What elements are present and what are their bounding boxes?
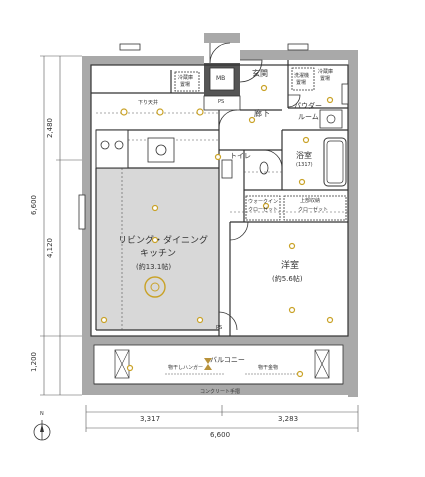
dim-left-mid: 4,120	[46, 238, 54, 259]
balcony-rail-label: 物干しハンガー	[168, 365, 204, 371]
kitchen-sink	[147, 137, 175, 163]
ceiling-label: 下り天井	[138, 100, 159, 106]
living-size-label: (約13.1帖)	[136, 263, 172, 271]
washer-label-2: 置場	[296, 80, 307, 86]
dimension-lines	[40, 55, 359, 432]
compass-label: N	[40, 411, 44, 417]
dim-left-bottom: 1,200	[30, 352, 38, 373]
washbasin	[319, 109, 343, 129]
powder-label-1: パウダー	[294, 102, 322, 110]
walkin-label-1: ウォークイン	[248, 199, 279, 205]
fridge-box	[174, 71, 200, 92]
ps-label: PS	[218, 99, 225, 105]
toilet-bowl	[259, 161, 269, 175]
kitchen-label: キッチン	[140, 249, 177, 259]
closet-small-label: 上部収納	[300, 198, 321, 204]
ps-box	[203, 95, 241, 111]
bath-size-label: (1317)	[296, 162, 313, 168]
hallway-label: 廊下	[254, 109, 270, 118]
ps2-label: PS	[216, 325, 223, 331]
entrance-label: 玄関	[252, 69, 268, 78]
compass	[33, 420, 51, 441]
washer-label-1: 洗濯機	[294, 73, 310, 79]
balcony-slab-label: コンクリート手摺	[200, 389, 241, 395]
bath-label: 浴室	[296, 151, 312, 160]
western-size-label: (約5.6帖)	[272, 275, 303, 283]
dim-left-total: 6,600	[30, 195, 38, 216]
western-label: 洋室	[281, 261, 300, 271]
dim-bottom-left: 3,317	[140, 415, 161, 423]
balcony-hook-label: 物干金物	[258, 365, 279, 371]
dim-bottom-right: 3,283	[278, 415, 299, 423]
dim-bottom-total: 6,600	[210, 431, 231, 439]
dehum-label-2: 置場	[180, 82, 191, 88]
windows	[78, 43, 349, 230]
powder-label-2: ルーム	[298, 113, 319, 121]
balcony-label: バルコニー	[210, 356, 245, 364]
ldk-floor	[96, 168, 219, 330]
walkin-label-2: クローゼット	[248, 207, 279, 213]
mb-label: MB	[216, 75, 226, 82]
closet-label: クローゼット	[298, 207, 329, 213]
kitchen-stove	[95, 129, 129, 169]
washer-box	[291, 67, 315, 91]
light-fixtures	[100, 84, 334, 378]
bathtub	[323, 137, 347, 187]
fridge-label-2: 置場	[320, 76, 331, 82]
main-light	[144, 276, 166, 298]
closet-hatch	[245, 195, 347, 221]
toilet-label: トイレ	[230, 152, 251, 160]
dehum-label-1: 冷蔵庫	[178, 75, 194, 81]
fridge-label-1: 冷蔵庫	[318, 69, 334, 75]
dim-left-top: 2,480	[46, 118, 54, 139]
balcony	[93, 344, 344, 385]
exterior-walls	[82, 33, 358, 397]
living-label: リビング・ダイニング	[118, 236, 209, 246]
door-swings	[209, 42, 301, 331]
